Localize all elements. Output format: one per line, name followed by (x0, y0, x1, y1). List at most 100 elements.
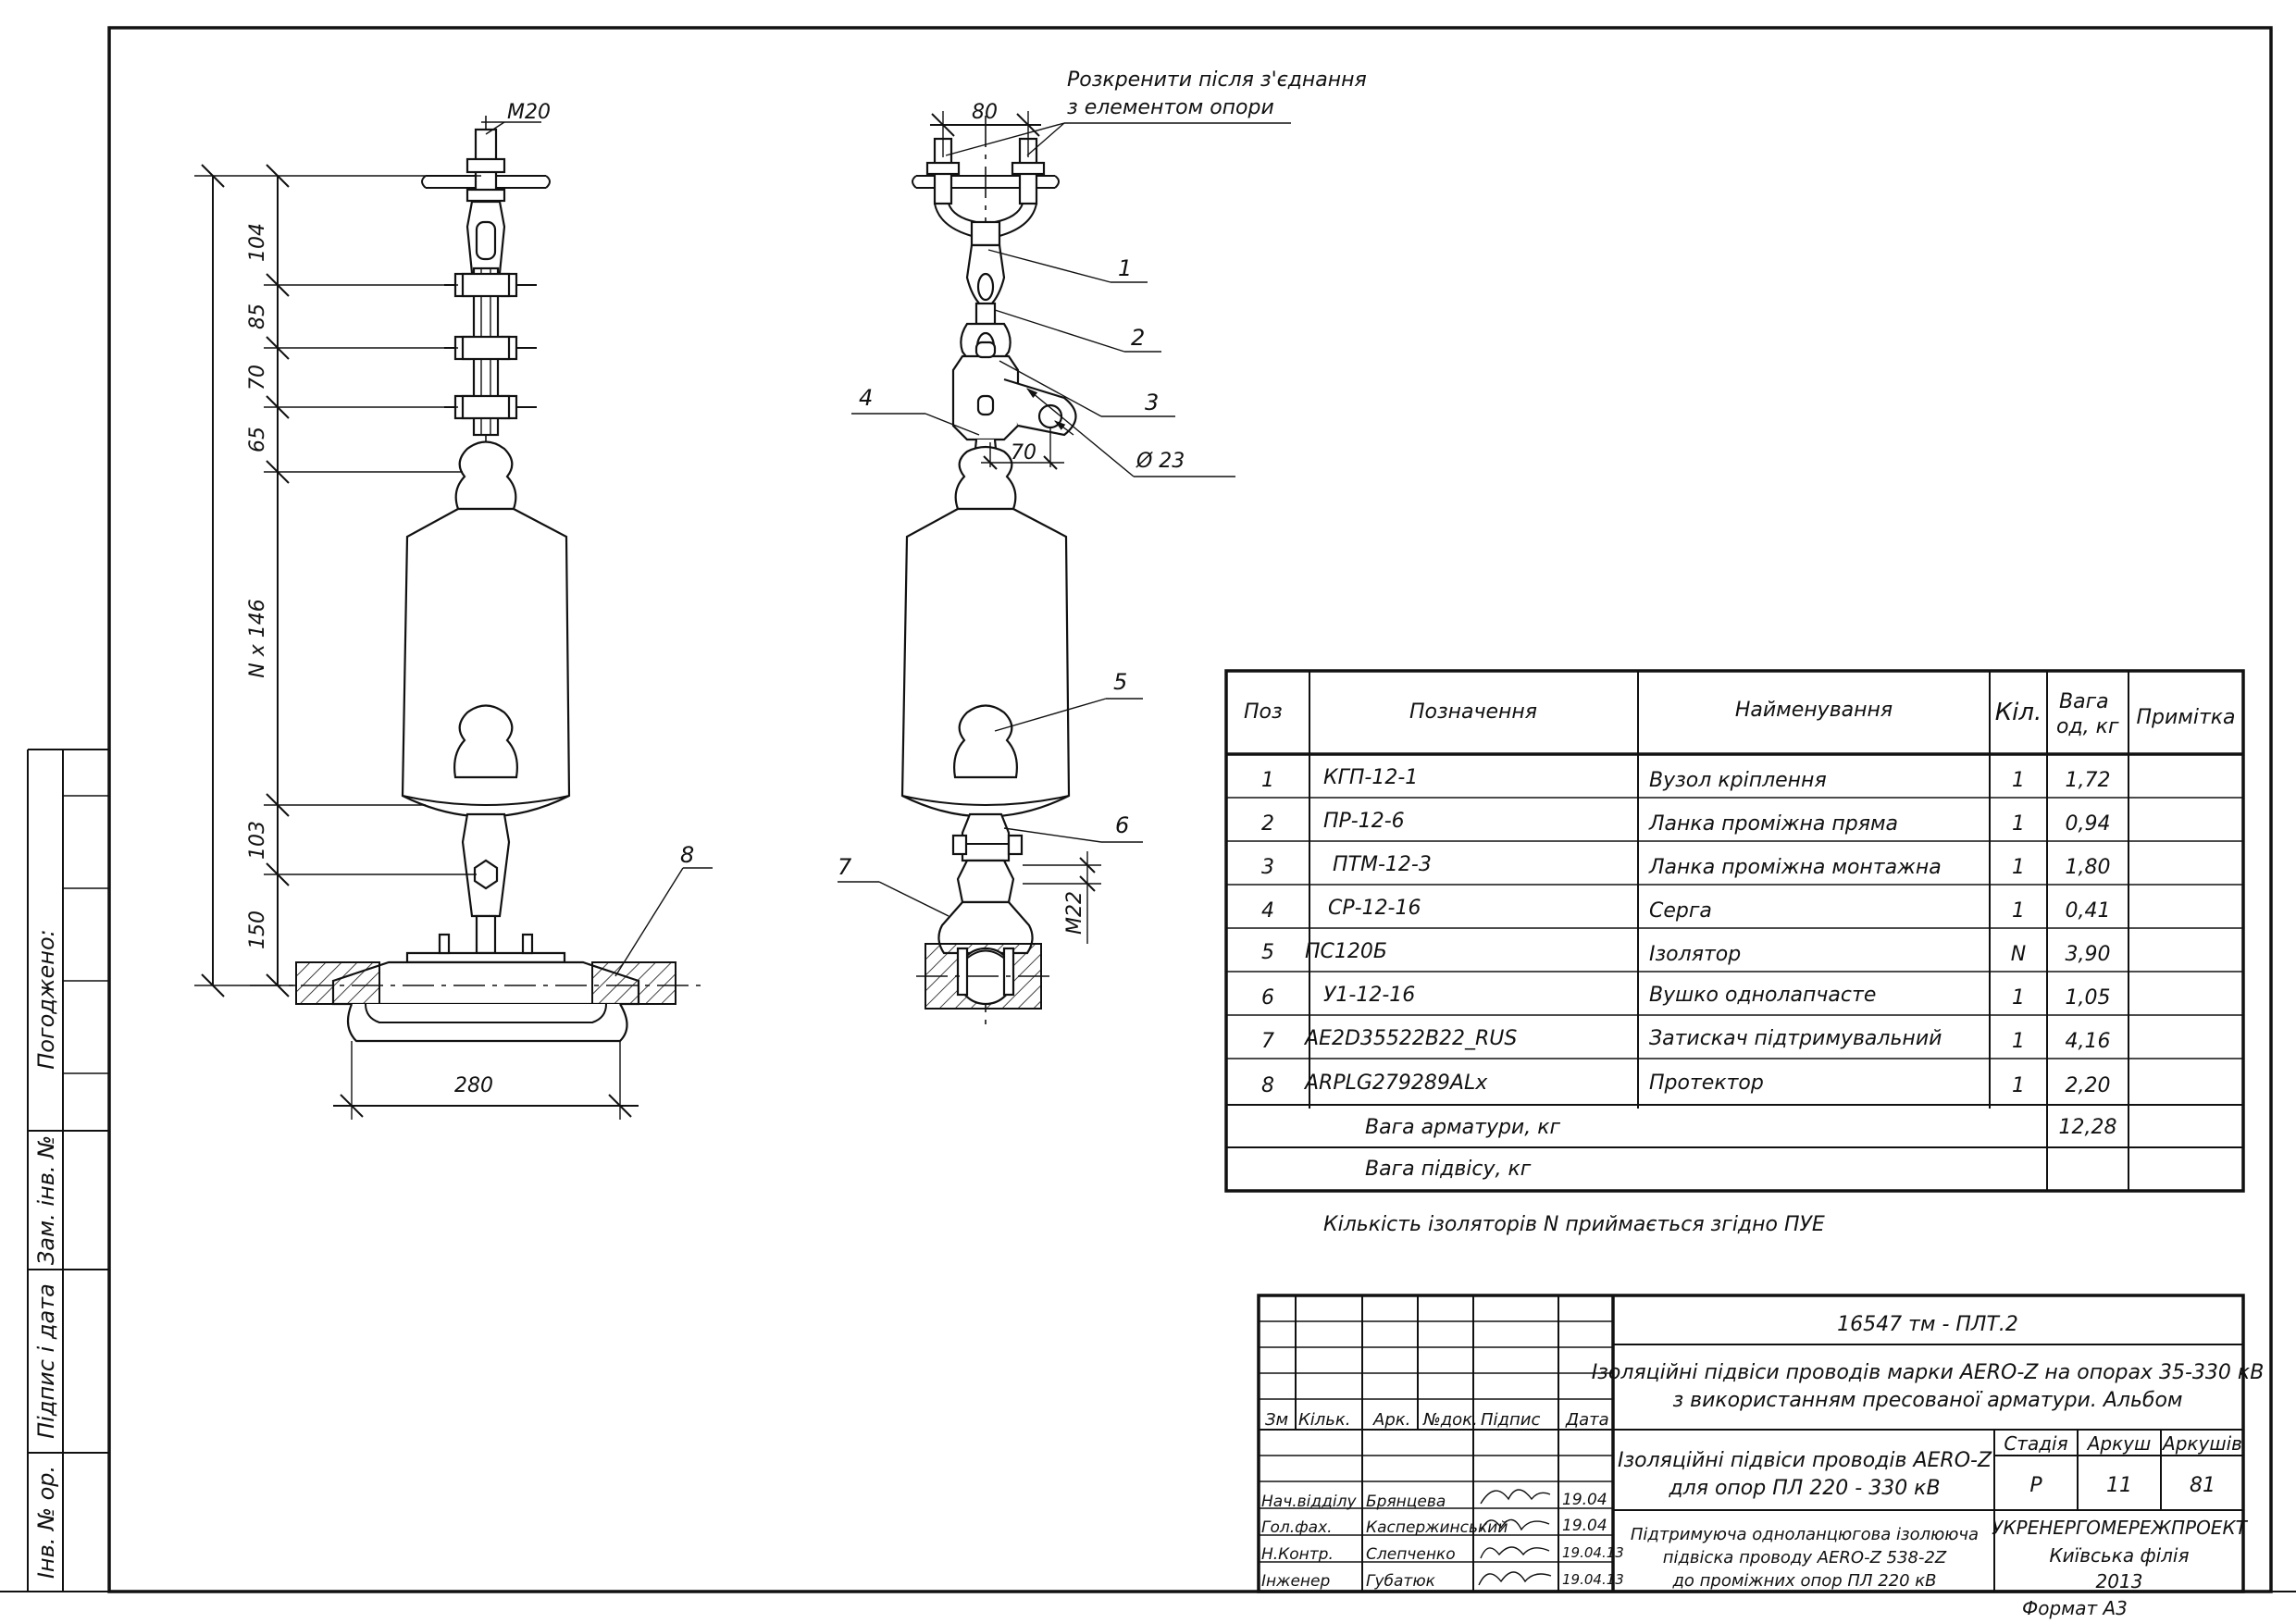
staff-row: Нач.відділу Брянцева 19.04 (1261, 1489, 1607, 1511)
leader-7: 7 (838, 854, 852, 880)
dim-70-front: 70 (1011, 441, 1036, 465)
leader-6: 6 (1115, 812, 1129, 838)
drawing-view-side: 104 85 70 65 N x 146 103 150 M20 280 8 (194, 101, 713, 1120)
th-designation: Позначення (1409, 700, 1537, 724)
cell-name: Вузол кріплення (1649, 769, 1827, 792)
rev-col-qty: Кільк. (1298, 1410, 1351, 1430)
dim-65: 65 (246, 427, 269, 452)
staff-name: Слепченко (1366, 1545, 1456, 1564)
total-fittings-label: Вага арматури, кг (1365, 1116, 1561, 1139)
th-weight-2: од, кг (2056, 715, 2119, 738)
cell-designation: ARPLG279289ALx (1303, 1072, 1488, 1095)
dim-m22: M22 (1063, 891, 1086, 935)
cell-designation: ПТМ-12-3 (1333, 853, 1432, 876)
note-insulator-count: Кількість ізоляторів N приймається згідн… (1323, 1213, 1825, 1236)
table-row: 6 У1-12-16 Вушко однолапчасте 1 1,05 (1261, 984, 2110, 1010)
cell-name: Ізолятор (1649, 943, 1741, 966)
staff-name: Каспержинський (1366, 1518, 1508, 1537)
dim-m20: M20 (507, 101, 551, 124)
sheet-title-line1: Підтримуюча одноланцюгова ізолююча (1631, 1525, 1979, 1544)
cell-weight: 3,90 (2066, 943, 2111, 966)
cell-designation: У1-12-16 (1323, 984, 1415, 1007)
total-fittings-value: 12,28 (2059, 1116, 2117, 1139)
dim-280: 280 (454, 1074, 493, 1097)
note-top-line1: Розкренити після з'єднання (1067, 68, 1367, 92)
rev-col-sheet: Арк. (1372, 1410, 1410, 1430)
cell-weight: 1,05 (2066, 986, 2111, 1010)
title-block: 16547 тм - ПЛТ.2 Ізоляційні підвіси пров… (1257, 1294, 2265, 1593)
th-name: Найменування (1735, 699, 1893, 722)
doc-code: 16547 тм - ПЛТ.2 (1837, 1313, 2018, 1336)
dim-103: 103 (246, 821, 269, 860)
cell-qty: N (2011, 943, 2026, 966)
cell-qty: 1 (2012, 856, 2025, 879)
stage-value: Р (2029, 1474, 2042, 1497)
sheets-value: 81 (2190, 1474, 2215, 1497)
staff-date: 19.04.13 (1562, 1544, 1624, 1561)
cell-name: Затискач підтримувальний (1649, 1027, 1942, 1050)
cell-pos: 8 (1261, 1074, 1274, 1097)
table-row: 5 ПС120Б Ізолятор N 3,90 (1261, 940, 2110, 966)
sidebar-stamp: Погоджено: Зам. інв. № Підпис і дата Інв… (27, 749, 110, 1592)
album-title-line2: з використанням пресованої арматури. Аль… (1672, 1389, 2182, 1412)
staff-row: Гол.фах. Каспержинський 19.04 (1261, 1517, 1607, 1537)
signature-mark (1480, 1518, 1550, 1532)
cell-name: Ланка проміжна монтажна (1648, 856, 1942, 879)
table-row: 7 AE2D35522B22_RUS Затискач підтримуваль… (1261, 1027, 2110, 1053)
staff-role: Н.Контр. (1261, 1545, 1334, 1564)
paper-format: Формат А3 (2022, 1597, 2128, 1619)
section-title-line2: для опор ПЛ 220 - 330 кВ (1668, 1477, 1940, 1500)
leader-2: 2 (1131, 325, 1145, 351)
th-note: Примітка (2136, 706, 2235, 729)
cell-designation: AE2D35522B22_RUS (1303, 1027, 1517, 1050)
cell-weight: 1,72 (2066, 769, 2111, 792)
th-qty: Кіл. (1995, 699, 2042, 726)
dim-diameter-23: Ø 23 (1136, 450, 1185, 473)
signature-mark (1480, 1489, 1551, 1505)
leader-3: 3 (1145, 390, 1159, 415)
sheets-header: Аркушів (2161, 1432, 2242, 1455)
sidebar-inv-orig: Інв. № ор. (33, 1466, 59, 1579)
org-branch: Київська філія (2049, 1544, 2189, 1567)
cell-weight: 0,41 (2066, 899, 2111, 923)
cell-designation: СР-12-16 (1328, 897, 1421, 920)
cell-pos: 4 (1261, 899, 1274, 923)
rev-col-zm: Зм (1265, 1410, 1288, 1430)
cell-weight: 2,20 (2066, 1074, 2111, 1097)
sidebar-replace-inv: Зам. інв. № (33, 1135, 59, 1265)
rev-col-date: Дата (1565, 1410, 1609, 1430)
sidebar-agreed: Погоджено: (33, 929, 59, 1069)
specification-table: Поз Позначення Найменування Кіл. Вага од… (1224, 669, 2245, 1193)
leader-4: 4 (859, 385, 873, 411)
drawing-view-front: 80 Розкренити після з'єднання з елементо… (838, 68, 1367, 1027)
total-suspension-label: Вага підвісу, кг (1365, 1158, 1532, 1181)
cell-name: Ланка проміжна пряма (1648, 812, 1898, 836)
dim-n-146: N x 146 (246, 599, 269, 677)
cell-qty: 1 (2012, 812, 2025, 836)
staff-role: Гол.фах. (1261, 1518, 1333, 1537)
staff-name: Губатюк (1366, 1572, 1436, 1591)
staff-date: 19.04.13 (1562, 1571, 1624, 1588)
sheet-value: 11 (2106, 1474, 2132, 1497)
dim-80: 80 (972, 101, 998, 124)
signature-mark (1480, 1546, 1550, 1559)
stage-header: Стадія (2004, 1432, 2067, 1455)
rev-col-doc: №док. (1422, 1410, 1478, 1430)
table-row: 1 КГП-12-1 Вузол кріплення 1 1,72 (1261, 766, 2110, 792)
leader-1: 1 (1118, 255, 1132, 281)
leader-5: 5 (1113, 669, 1127, 695)
cell-qty: 1 (2012, 1030, 2025, 1053)
staff-role: Інженер (1261, 1572, 1330, 1591)
staff-row: Інженер Губатюк 19.04.13 (1261, 1571, 1624, 1591)
table-row: 2 ПР-12-6 Ланка проміжна пряма 1 0,94 (1261, 810, 2110, 836)
org-year: 2013 (2096, 1570, 2143, 1592)
sheet-title-line2: підвіска проводу AERO-Z 538-2Z (1663, 1548, 1947, 1567)
album-title-line1: Ізоляційні підвіси проводів марки AERO-Z… (1592, 1361, 2265, 1384)
table-row: 3 ПТМ-12-3 Ланка проміжна монтажна 1 1,8… (1261, 853, 2110, 879)
note-top-line2: з елементом опори (1067, 96, 1274, 119)
cell-name: Серга (1649, 899, 1712, 923)
cell-pos: 2 (1261, 812, 1274, 836)
staff-name: Брянцева (1366, 1493, 1446, 1511)
staff-row: Н.Контр. Слепченко 19.04.13 (1261, 1544, 1624, 1564)
